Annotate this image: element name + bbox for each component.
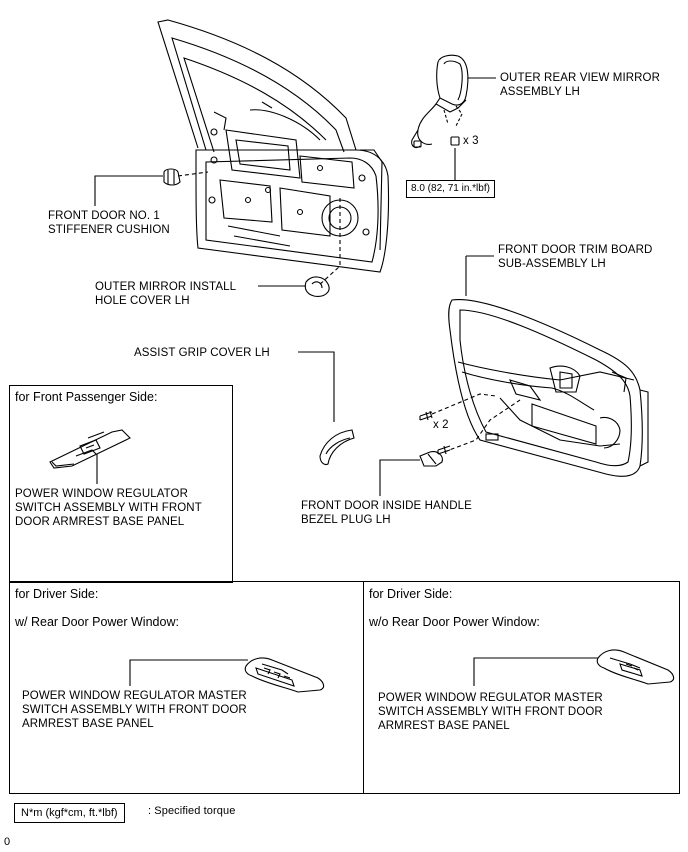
driver-left-switch-label: POWER WINDOW REGULATOR MASTER SWITCH ASS…	[22, 690, 247, 730]
label-stiffener-cushion: FRONT DOOR NO. 1 STIFFENER CUSHION	[48, 210, 170, 236]
driver-switch-with-rear-part	[244, 657, 325, 693]
passenger-switch-part	[49, 429, 131, 469]
label-mirror-qty: x 3	[463, 135, 479, 147]
trim-board-leader-line	[465, 255, 494, 296]
driver-side-without-rear-panel	[363, 581, 680, 794]
driver-switch-without-rear-leader	[473, 657, 598, 686]
assist-grip-cover-part	[319, 429, 355, 466]
label-hole-cover: OUTER MIRROR INSTALL HOLE COVER LH	[95, 281, 237, 307]
stiffener-cushion-part	[163, 168, 181, 186]
driver-right-switch-label: POWER WINDOW REGULATOR MASTER SWITCH ASS…	[378, 692, 603, 732]
screw-lower	[437, 445, 451, 455]
driver-switch-without-rear-part	[596, 649, 675, 685]
driver-side-with-rear-panel	[9, 581, 364, 794]
driver-left-title: for Driver Side:	[15, 587, 99, 601]
label-assist-grip: ASSIST GRIP COVER LH	[134, 347, 270, 359]
stiffener-leader-line	[94, 175, 163, 206]
passenger-switch-label: POWER WINDOW REGULATOR SWITCH ASSEMBLY W…	[15, 488, 202, 528]
outer-mirror-part	[411, 54, 469, 149]
door-trim-board-drawing	[448, 299, 649, 477]
driver-right-subtitle: w/o Rear Door Power Window:	[369, 615, 540, 629]
label-outer-mirror: OUTER REAR VIEW MIRROR ASSEMBLY LH	[500, 72, 661, 98]
legend-torque-meaning: : Specified torque	[148, 805, 236, 817]
torque-value-box: 8.0 (82, 71 in.*lbf)	[406, 180, 495, 198]
driver-left-subtitle: w/ Rear Door Power Window:	[15, 615, 179, 629]
driver-right-title: for Driver Side:	[369, 587, 453, 601]
screw-dash-line-1	[431, 393, 497, 415]
driver-switch-with-rear-leader	[129, 659, 248, 686]
screw-upper	[419, 410, 433, 421]
label-bezel-plug: FRONT DOOR INSIDE HANDLE BEZEL PLUG LH	[301, 500, 472, 526]
label-screw-qty: x 2	[433, 419, 449, 431]
passenger-side-title: for Front Passenger Side:	[15, 390, 158, 404]
label-trim-board: FRONT DOOR TRIM BOARD SUB-ASSEMBLY LH	[498, 244, 653, 270]
bezel-plug-leader-line	[379, 459, 420, 496]
hole-cover-part	[304, 276, 330, 297]
screw-dash-line-2	[443, 399, 521, 453]
passenger-side-panel	[9, 385, 233, 583]
assist-grip-leader-line	[298, 351, 335, 422]
bezel-plug-part	[419, 451, 443, 467]
legend-torque-box: N*m (kgf*cm, ft.*lbf)	[14, 803, 125, 823]
page-number: 0	[4, 836, 11, 848]
front-door-panel-drawing	[157, 19, 390, 287]
